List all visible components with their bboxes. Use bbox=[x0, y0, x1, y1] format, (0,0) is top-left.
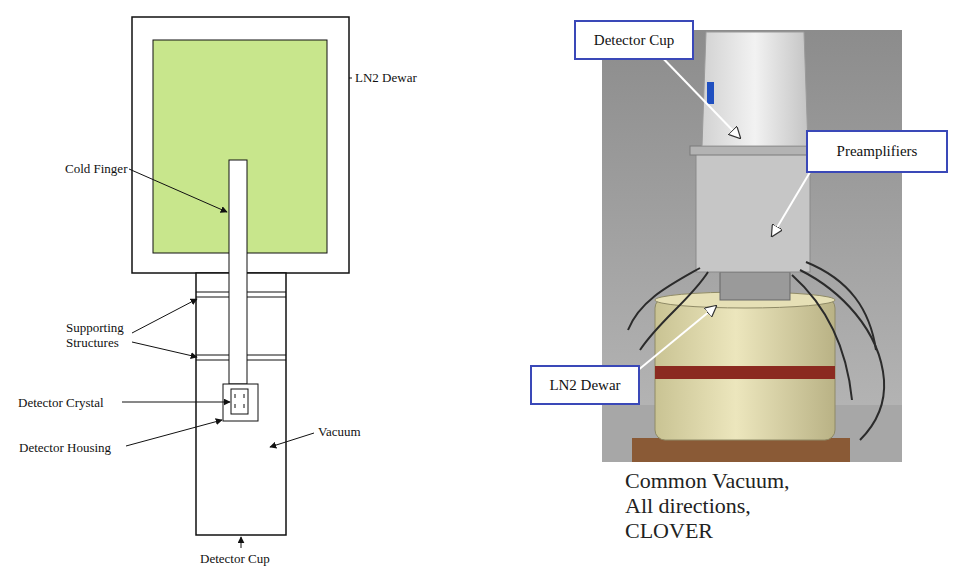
part-label: Detector Crystal bbox=[18, 395, 104, 410]
crystal-mark bbox=[235, 394, 236, 398]
blue-tape bbox=[707, 82, 714, 104]
cable bbox=[792, 275, 852, 400]
callout-box: Detector Cup bbox=[574, 20, 694, 60]
callout-box: Preamplifiers bbox=[806, 130, 948, 173]
crystal-mark bbox=[235, 404, 236, 408]
callout-box: LN2 Dewar bbox=[530, 365, 640, 405]
photo-background bbox=[602, 30, 902, 462]
leader-line bbox=[349, 78, 352, 79]
leader-arrow bbox=[126, 420, 222, 446]
caption: Common Vacuum, All directions, CLOVER bbox=[625, 468, 801, 543]
cable bbox=[640, 272, 708, 350]
detector-crystal bbox=[231, 389, 248, 414]
part-label: Detector Housing bbox=[19, 440, 111, 455]
leader-arrow bbox=[132, 342, 197, 357]
callout-text: Preamplifiers bbox=[837, 143, 918, 160]
detector-cup-photo bbox=[702, 32, 808, 146]
part-label: Vacuum bbox=[318, 424, 361, 439]
flange bbox=[690, 146, 816, 155]
dewar-body bbox=[655, 298, 835, 440]
crystal-mark bbox=[244, 404, 245, 408]
crystal-mark bbox=[244, 394, 245, 398]
part-label: Detector Cup bbox=[200, 551, 270, 566]
preamplifier-housing bbox=[696, 152, 810, 272]
leader-arrow bbox=[122, 402, 230, 403]
leader-arrow bbox=[132, 299, 197, 333]
part-label: Cold Finger bbox=[65, 161, 127, 176]
callout-text: LN2 Dewar bbox=[549, 377, 620, 394]
wooden-base bbox=[632, 438, 850, 462]
leader-arrow bbox=[241, 537, 242, 548]
cold-finger bbox=[229, 160, 247, 384]
leader-arrow bbox=[655, 50, 740, 138]
dewar-band bbox=[655, 366, 835, 379]
leader-arrow bbox=[270, 433, 314, 447]
dewar-neck bbox=[720, 272, 790, 300]
part-label: Supporting Structures bbox=[66, 320, 138, 350]
callout-text: Detector Cup bbox=[594, 32, 674, 49]
part-label: LN2 Dewar bbox=[355, 70, 417, 85]
cable bbox=[806, 262, 876, 350]
leader-arrow bbox=[129, 169, 227, 212]
